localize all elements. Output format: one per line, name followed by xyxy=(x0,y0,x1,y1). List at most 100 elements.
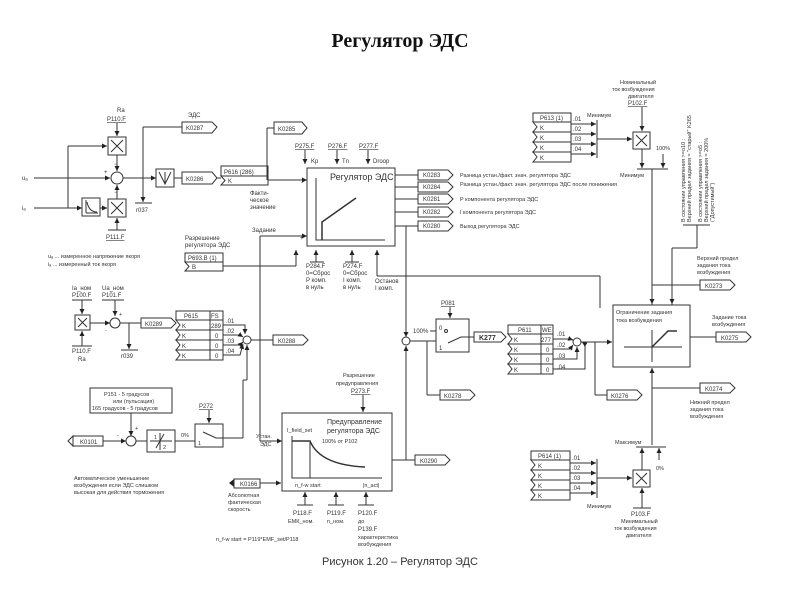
svg-text:K: K xyxy=(540,156,544,162)
precontrol-axes xyxy=(291,436,382,479)
summing-junction-4 xyxy=(401,336,411,346)
svg-text:K0283: K0283 xyxy=(423,173,441,179)
ua-input: uₐ xyxy=(22,176,28,182)
p615-rows: K 289 K 0 K 0 K 0 xyxy=(174,319,224,361)
svg-text:K0273: K0273 xyxy=(705,284,723,290)
switch-block-2 xyxy=(194,423,224,448)
svg-text:.04: .04 xyxy=(226,349,235,355)
svg-text:n_ном.: n_ном. xyxy=(327,519,345,525)
svg-text:P274.F: P274.F xyxy=(343,264,363,270)
svg-text:P284.F: P284.F xyxy=(306,264,326,270)
svg-text:0: 0 xyxy=(546,358,550,364)
svg-text:K: K xyxy=(182,344,186,350)
svg-text:I_field_set: I_field_set xyxy=(287,428,313,434)
filter-icon xyxy=(85,200,98,214)
control-state-notes: В состоянии управления >=o10 : Верхний п… xyxy=(681,115,716,222)
svg-text:100% от P102: 100% от P102 xyxy=(322,439,357,445)
svg-text:фактическая: фактическая xyxy=(228,500,261,506)
p110-param: P110.F xyxy=(107,117,126,123)
svg-text:0: 0 xyxy=(215,334,219,340)
svg-text:K0288: K0288 xyxy=(278,339,296,345)
svg-text:WE: WE xyxy=(542,328,552,334)
summing-junction-6 xyxy=(125,435,137,447)
svg-text:K: K xyxy=(514,358,518,364)
svg-text:скорость: скорость xyxy=(228,507,251,513)
svg-text:Kp: Kp xyxy=(311,159,319,165)
top-right-minimum: Номинальный ток возбуждения двигателя P1… xyxy=(531,79,716,308)
svg-text:регулятора ЭДС: регулятора ЭДС xyxy=(327,428,380,435)
source-arrow-icon xyxy=(229,479,234,487)
svg-text:K: K xyxy=(182,354,186,360)
svg-text:-: - xyxy=(301,180,303,186)
svg-text:возбуждения: возбуждения xyxy=(358,542,391,548)
svg-text:0: 0 xyxy=(546,368,550,374)
svg-text:P272: P272 xyxy=(199,404,214,410)
svg-text:двигателя: двигателя xyxy=(626,533,652,539)
svg-text:Абсолютная: Абсолютная xyxy=(228,493,259,499)
svg-text:P119.F: P119.F xyxy=(327,511,346,517)
svg-text:-: - xyxy=(117,433,119,439)
svg-text:K0281: K0281 xyxy=(423,197,441,203)
svg-text:двигателя: двигателя xyxy=(628,94,654,100)
regulator-outputs: K0283 Разница устан./факт. знач. регулят… xyxy=(395,169,617,336)
svg-text:.03: .03 xyxy=(226,339,235,345)
svg-text:Минимальный: Минимальный xyxy=(621,518,658,525)
svg-text:Ограничение задания: Ограничение задания xyxy=(616,310,672,316)
connector-k0276 xyxy=(606,389,643,401)
svg-text:P151 - 5 градусов: P151 - 5 градусов xyxy=(104,392,149,398)
svg-text:2: 2 xyxy=(163,445,166,451)
regulator-curve xyxy=(321,197,357,240)
deadband-icon xyxy=(150,433,172,450)
svg-text:Верхний предел задания = 200%: Верхний предел задания = 200% xyxy=(703,138,710,222)
r037-param: r037 xyxy=(136,208,149,214)
svg-text:r039: r039 xyxy=(121,354,134,360)
regulator-title: Регулятор ЭДС xyxy=(330,172,394,182)
connector-k0288 xyxy=(272,334,309,346)
bottom-right-maximum: P614 (1) K K K K .01 .02 .03 .04 Минимум… xyxy=(529,440,666,539)
svg-text:P693.B (1): P693.B (1) xyxy=(188,256,217,262)
svg-text:0: 0 xyxy=(439,326,443,332)
connector-k0283 xyxy=(417,169,454,181)
svg-text:1: 1 xyxy=(154,435,157,441)
svg-text:Факти-: Факти- xyxy=(250,191,269,197)
svg-text:в нуль: в нуль xyxy=(343,285,361,291)
svg-text:до: до xyxy=(358,519,364,525)
svg-text:Устан.: Устан. xyxy=(256,434,272,440)
regulator-axes xyxy=(315,178,385,241)
svg-text:P277.F: P277.F xyxy=(359,144,379,150)
multiply-icon xyxy=(635,472,648,485)
angle-info-box xyxy=(89,387,173,414)
ia-input: iₐ xyxy=(22,206,26,212)
svg-text:.04: .04 xyxy=(557,365,566,371)
svg-text:K: K xyxy=(182,334,186,340)
multiply-icon xyxy=(110,201,124,215)
emf-calculation: Ra P110.F uₐ + − − iₐ P111.F r037 ЭДС K0… xyxy=(22,108,218,268)
svg-text:P276.F: P276.F xyxy=(328,144,348,150)
connector-k0273 xyxy=(699,279,736,291)
source-arrow-icon xyxy=(67,434,74,448)
connector-k277 xyxy=(473,331,507,343)
emf-regulator: P616 (286) K K0285 Факти- ческое значени… xyxy=(183,121,617,336)
connector-k0284 xyxy=(417,181,454,193)
svg-text:Ia_ном: Ia_ном xyxy=(72,286,91,292)
svg-text:K0101: K0101 xyxy=(80,440,98,446)
svg-text:−: − xyxy=(114,190,118,196)
svg-text:или (пульсация): или (пульсация) xyxy=(113,399,154,405)
svg-text:0=Сброс: 0=Сброс xyxy=(306,271,330,277)
summing-junction-2 xyxy=(109,317,121,329)
switch-section: K0278 P081 100% 0 1 K277 P611 WE K 277 K… xyxy=(401,301,643,460)
svg-text:.04: .04 xyxy=(573,147,582,153)
svg-text:1: 1 xyxy=(198,441,201,447)
svg-text:I компонента регулятора ЭДС: I компонента регулятора ЭДС xyxy=(460,210,536,216)
svg-text:Минимум: Минимум xyxy=(587,504,611,510)
ra-label: Ra xyxy=(117,108,125,114)
svg-text:K0276: K0276 xyxy=(611,394,629,400)
svg-text:Останов: Останов xyxy=(375,279,399,285)
svg-text:K277: K277 xyxy=(479,335,496,342)
svg-text:Номинальный: Номинальный xyxy=(620,79,656,86)
svg-text:K: K xyxy=(538,474,542,480)
svg-text:Автоматическое уменьшение: Автоматическое уменьшение xyxy=(74,476,149,482)
svg-text:P комп.: P комп. xyxy=(306,278,327,284)
emf-label: ЭДС xyxy=(188,113,201,119)
svg-text:P275.F: P275.F xyxy=(295,144,315,150)
